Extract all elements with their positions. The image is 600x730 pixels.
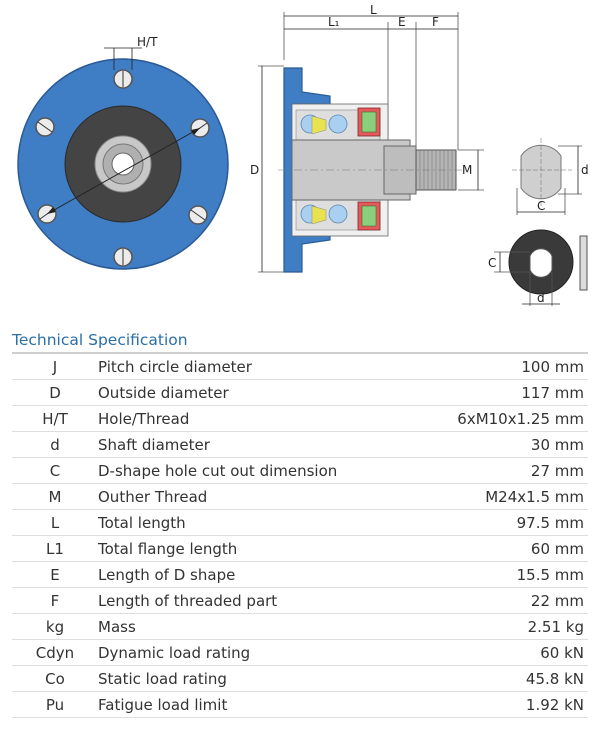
spec-description: Length of D shape [98,566,236,584]
spec-symbol: H/T [42,410,68,428]
spec-value: 60 kN [540,644,584,662]
washer-dim-C-label: C [488,256,496,270]
spec-value: 45.8 kN [525,670,584,688]
spec-value: 27 mm [530,462,584,480]
spec-description: Hole/Thread [98,410,190,428]
spec-description: Outher Thread [98,488,208,506]
spec-row: L Total length 97.5 mm [12,510,588,536]
dim-E-label: E [398,15,406,29]
spec-value: 6xM10x1.25 mm [457,410,584,428]
spec-value: 15.5 mm [516,566,584,584]
dim-L-label: L [370,3,377,17]
spec-description: Total flange length [98,540,238,558]
washer-dim-d-label: d [537,291,545,305]
hub-section-view: L L₁ E F D [250,3,484,273]
spec-value: 2.51 kg [527,618,584,636]
spec-description: Outside diameter [98,384,229,402]
technical-drawings: H/T L L₁ E F D [17,3,589,306]
spec-symbol: E [50,566,60,584]
spec-value: 22 mm [530,592,584,610]
spec-value: 117 mm [521,384,584,402]
spec-symbol: Cdyn [35,644,75,662]
spec-description: Shaft diameter [98,436,210,454]
spec-row: kg Mass 2.51 kg [12,614,588,640]
spec-symbol: Pu [45,696,65,714]
dim-L1-label: L₁ [328,15,340,29]
spec-symbol: d [50,436,60,454]
spec-row: d Shaft diameter 30 mm [12,432,588,458]
spec-symbol: Co [45,670,65,688]
spec-title: Technical Specification [12,331,188,349]
spec-description: Total length [98,514,186,532]
spec-value: 97.5 mm [516,514,584,532]
spec-symbol: J [52,358,58,376]
spec-row: Pu Fatigue load limit 1.92 kN [12,692,588,718]
dim-d-label: d [581,163,589,177]
dim-D-label: D [250,163,259,177]
shaft-end-view: d C [512,138,589,215]
spec-row: H/T Hole/Thread 6xM10x1.25 mm [12,406,588,432]
spec-symbol: C [49,462,61,480]
dim-C-label: C [537,199,545,213]
spec-symbol: M [48,488,62,506]
spec-table: J Pitch circle diameter 100 mm D Outside dia… [12,354,588,718]
spec-value: 30 mm [530,436,584,454]
spec-row: D Outside diameter 117 mm [12,380,588,406]
spec-row: F Length of threaded part 22 mm [12,588,588,614]
spec-description: Fatigue load limit [98,696,228,714]
spec-symbol: L1 [46,540,64,558]
spec-value: 60 mm [530,540,584,558]
ht-label: H/T [137,35,158,49]
spec-value: 1.92 kN [525,696,584,714]
spec-row: L1 Total flange length 60 mm [12,536,588,562]
washer-view: C d [488,229,588,306]
spec-row: Co Static load rating 45.8 kN [12,666,588,692]
flange-front-view: H/T [17,35,229,270]
spec-description: Static load rating [98,670,227,688]
spec-row: Cdyn Dynamic load rating 60 kN [12,640,588,666]
spec-description: Mass [98,618,136,636]
spec-value: 100 mm [521,358,584,376]
spec-row: J Pitch circle diameter 100 mm [12,354,588,380]
spec-description: Pitch circle diameter [98,358,252,376]
spec-symbol: L [50,514,60,532]
spec-symbol: F [50,592,60,610]
dim-M-label: M [462,163,472,177]
spec-description: Dynamic load rating [98,644,251,662]
spec-row: M Outher Thread M24x1.5 mm [12,484,588,510]
spec-symbol: kg [45,618,65,636]
spec-row: C D-shape hole cut out dimension 27 mm [12,458,588,484]
dim-F-label: F [432,15,439,29]
spec-value: M24x1.5 mm [485,488,584,506]
spec-row: E Length of D shape 15.5 mm [12,562,588,588]
spec-description: D-shape hole cut out dimension [98,462,338,480]
spec-description: Length of threaded part [98,592,278,610]
spec-symbol: D [49,384,61,402]
spec-divider [12,352,588,354]
